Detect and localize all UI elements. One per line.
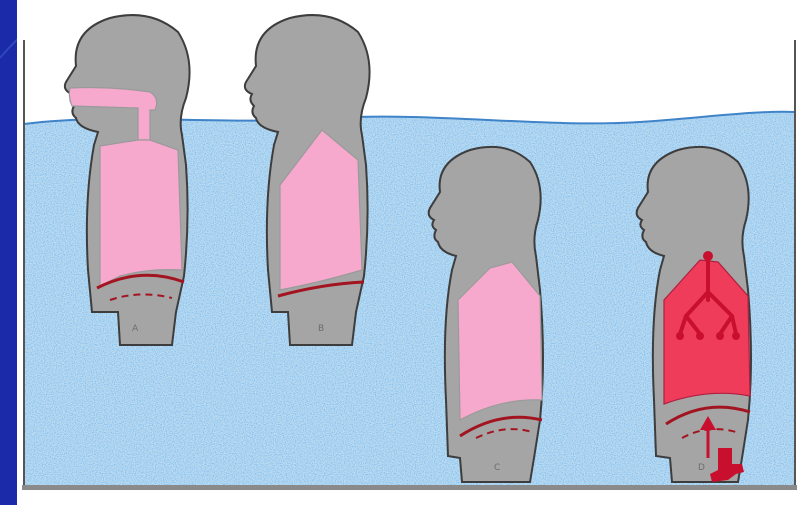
tank-floor <box>22 485 797 490</box>
figure-c-label: C <box>494 463 500 473</box>
figure-a-label: A <box>132 324 139 334</box>
figure-a-lung <box>100 140 182 286</box>
figure-d-label: D <box>698 463 705 473</box>
figure-b-label: B <box>318 324 324 334</box>
